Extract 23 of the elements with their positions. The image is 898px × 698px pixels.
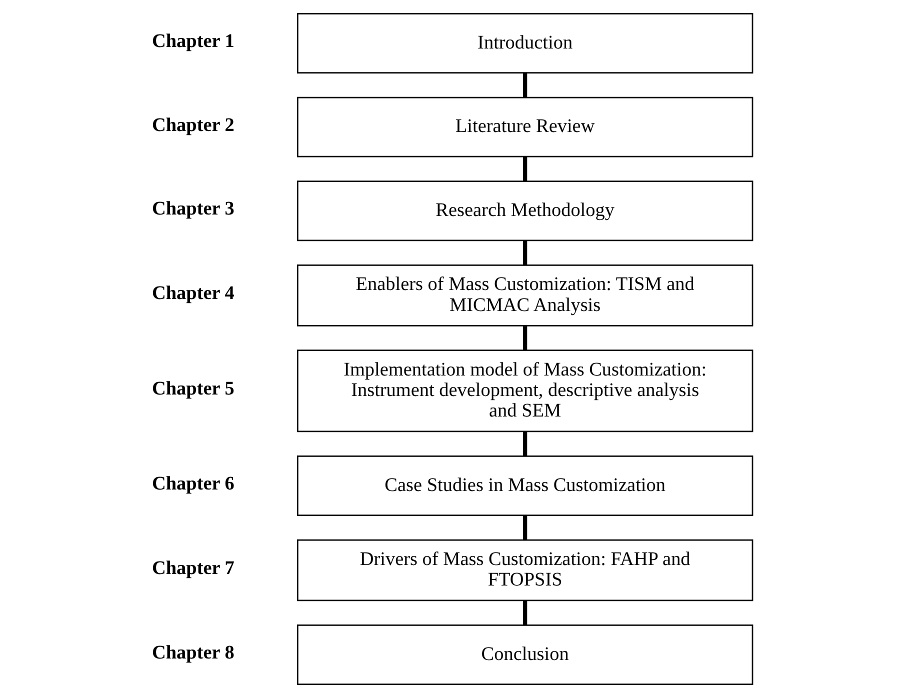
connector: [522, 432, 527, 456]
node-label: Chapter 1: [151, 30, 234, 52]
node-label: Chapter 6: [151, 473, 234, 494]
node-box: Case Studies in Mass Customization: [296, 456, 753, 516]
connector: [522, 72, 527, 98]
connector: [522, 600, 527, 625]
node-box: Implementation model of Mass Customization: Instrument development, descriptive analysis and SEM: [296, 350, 753, 432]
connector: [522, 516, 527, 540]
node-box: Conclusion: [296, 624, 753, 685]
connector: [522, 240, 527, 265]
node-label: Chapter 7: [151, 558, 234, 579]
node-label: Chapter 8: [151, 642, 234, 664]
node-label: Chapter 2: [151, 114, 234, 136]
node-box: Introduction: [296, 13, 753, 74]
node-box: Drivers of Mass Customization: FAHP and FTOPSIS: [296, 539, 753, 602]
node-label: Chapter 4: [151, 283, 234, 304]
node-box: Literature Review: [296, 96, 753, 158]
connector: [522, 156, 527, 182]
node-box: Research Methodology: [296, 180, 753, 242]
node-label: Chapter 3: [151, 198, 234, 220]
node-box: Enablers of Mass Customization: TISM and MICMAC Analysis: [296, 264, 753, 326]
connector: [522, 326, 527, 350]
node-label: Chapter 5: [151, 378, 234, 400]
